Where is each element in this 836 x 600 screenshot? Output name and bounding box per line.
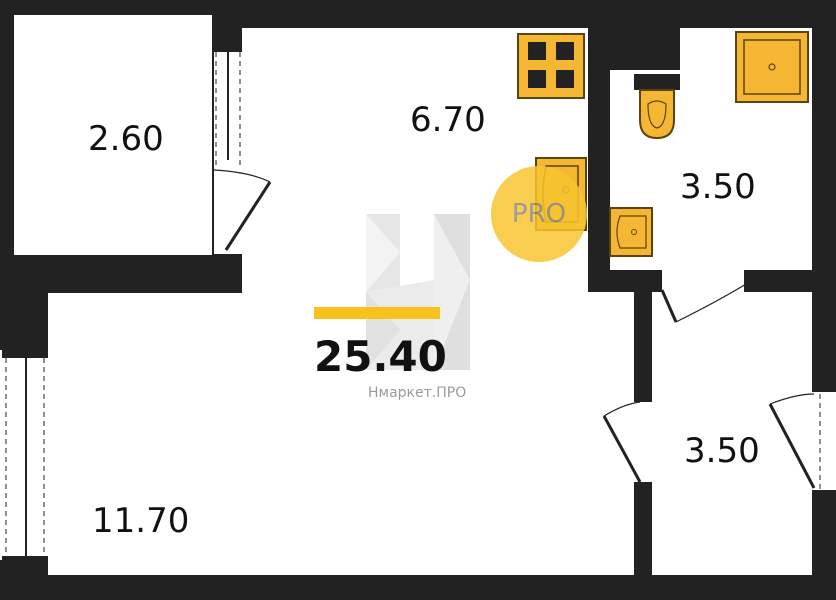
door-balcony-opening [214,166,242,254]
window-living-frame-top [2,350,48,358]
wall-left-upper [0,0,14,293]
wall-bottom [0,575,836,600]
door-balcony-swing [213,169,271,183]
total-area-accent-bar [314,307,440,319]
room-area-bathroom: 3.50 [680,167,756,207]
door-bathroom-leaf [660,289,678,323]
room-area-hallway: 3.50 [684,431,760,471]
door-bathroom-swing [675,283,747,323]
toilet-icon [634,74,680,140]
windows [2,44,242,564]
door-entrance-jamb-top [812,386,836,392]
wall-left-lower [0,560,48,600]
watermark-logo-icon [366,214,470,370]
door-entrance-swing [769,393,815,405]
door-entrance-opening [812,390,836,492]
door-bathroom-opening [658,270,750,292]
door-balcony-leaf [224,181,272,251]
door-hallway-jamb-bottom [634,482,652,488]
stove-icon [517,33,585,99]
window-living-frame-bottom [2,556,48,564]
doors [213,166,836,496]
washbasin-icon [609,207,653,257]
door-hallway-opening [634,400,652,486]
wall-bath-inner [610,28,680,70]
wall-left-pier [0,280,48,350]
door-bathroom-jamb-right [744,270,750,292]
pro-badge: PRO [491,166,587,262]
watermark-text: Нмаркет.ПРО [368,385,467,401]
pro-badge-text: PRO [511,199,567,229]
wall-right [812,0,836,600]
window-balcony-frame-bottom [214,252,242,260]
door-hallway-swing [603,401,641,417]
window-balcony-frame-top [214,44,242,52]
wall-top-thick [212,0,836,28]
shower-tray-icon [735,31,809,103]
door-bathroom-jamb-left [656,270,662,292]
door-hallway-jamb-top [634,396,652,402]
door-hallway-leaf [602,415,642,483]
door-entrance-jamb-bottom [812,490,836,496]
total-area: 25.40 [314,332,447,381]
room-area-living-room: 11.70 [92,501,190,541]
room-area-kitchen: 6.70 [410,100,486,140]
room-area-balcony: 2.60 [88,119,164,159]
wall-bath-left [588,28,610,292]
door-entrance-leaf [768,403,816,489]
